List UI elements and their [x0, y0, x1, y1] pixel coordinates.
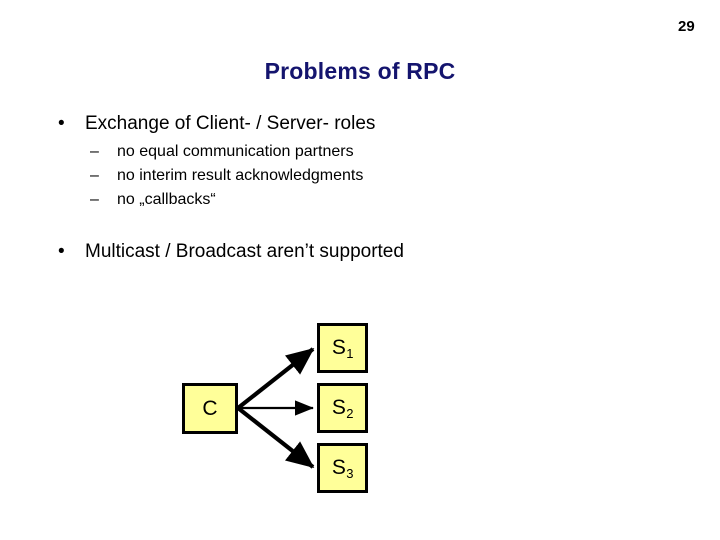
bullet-marker: •	[58, 113, 65, 134]
sub-bullet-marker: –	[90, 143, 99, 160]
sub-bullet-text: no equal communication partners	[117, 143, 354, 160]
node-label: S1	[331, 336, 354, 361]
sub-bullet-item-1-2: – no interim result acknowledgments	[0, 164, 720, 188]
sub-bullet-item-1-3: – no „callbacks“	[0, 188, 720, 212]
node-label: S2	[331, 396, 354, 421]
sub-bullet-text: no „callbacks“	[117, 191, 216, 208]
bullet-text: Exchange of Client- / Server- roles	[85, 113, 376, 134]
diagram-node-server-2[interactable]: S2	[317, 383, 368, 433]
sub-bullet-marker: –	[90, 191, 99, 208]
edge-c-to-s3	[236, 406, 315, 469]
diagram-node-server-1[interactable]: S1	[317, 323, 368, 373]
page-number: 29	[678, 18, 695, 35]
node-label: C	[202, 396, 218, 420]
bullet-group-spacer	[0, 212, 720, 238]
sub-bullet-marker: –	[90, 167, 99, 184]
diagram-node-server-3[interactable]: S3	[317, 443, 368, 493]
edge-c-to-s1	[236, 347, 315, 410]
sub-bullet-text: no interim result acknowledgments	[117, 167, 364, 184]
bullet-marker: •	[58, 241, 65, 262]
bullet-item-2: • Multicast / Broadcast aren’t supported	[0, 238, 720, 266]
bullet-list: • Exchange of Client- / Server- roles – …	[0, 110, 720, 268]
page-title: Problems of RPC	[264, 58, 456, 84]
diagram-node-client[interactable]: C	[182, 383, 238, 434]
sub-bullet-item-1-1: – no equal communication partners	[0, 140, 720, 164]
bullet-text: Multicast / Broadcast aren’t supported	[85, 241, 404, 262]
node-label: S3	[331, 456, 354, 481]
bullet-item-1: • Exchange of Client- / Server- roles	[0, 110, 720, 138]
